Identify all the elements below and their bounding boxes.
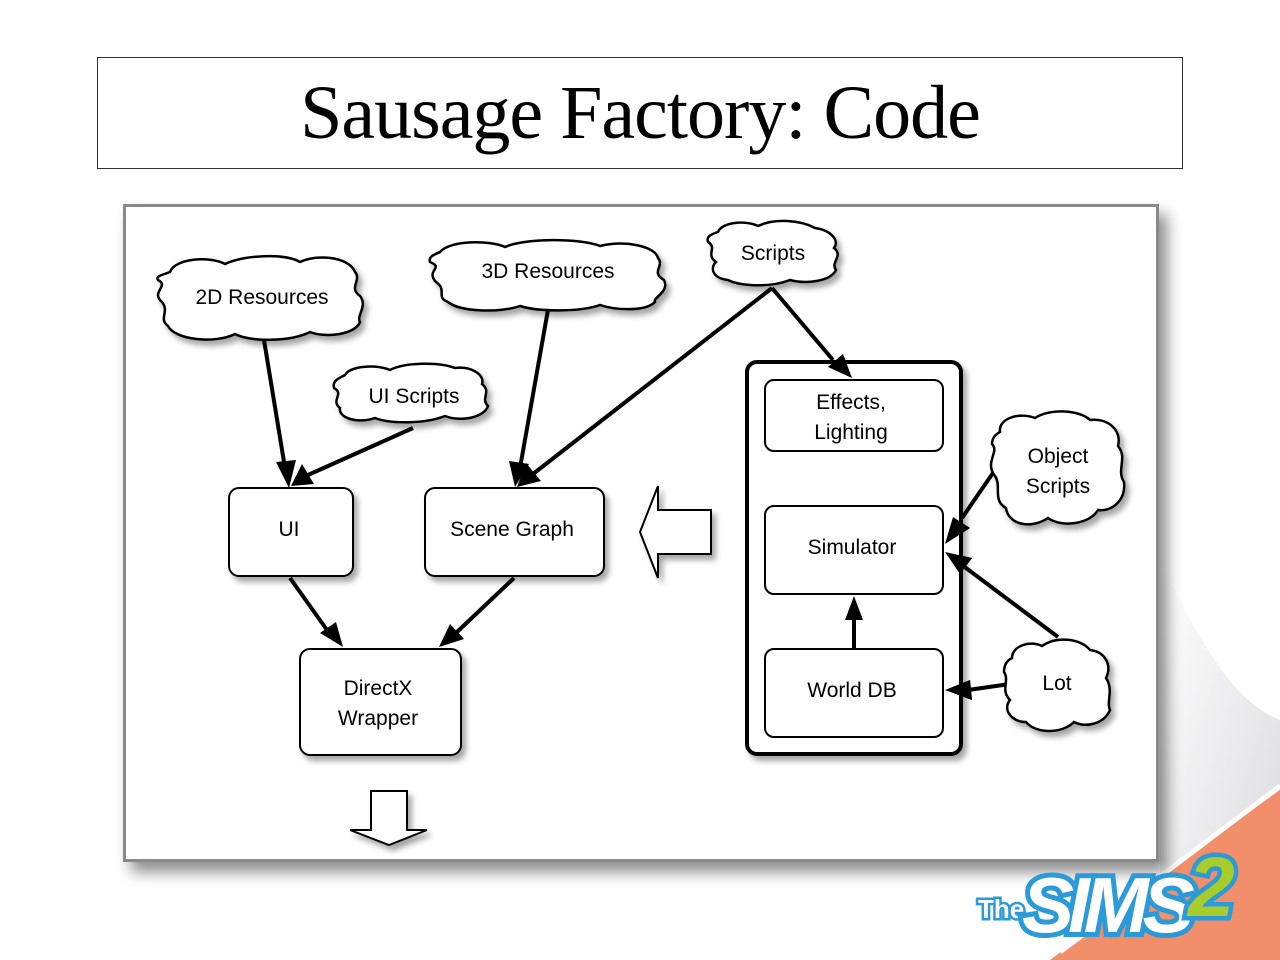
- block-arrow-down: [349, 790, 428, 847]
- svg-text:2: 2: [1186, 840, 1235, 934]
- arrowhead-worlddb-from-lot-top: [945, 680, 972, 700]
- arrowhead-ui-from-uiscripts: [291, 464, 314, 486]
- box-effects-label-1: Effects,: [816, 391, 886, 414]
- edge-ui-to-directx: [288, 576, 329, 632]
- edge-lot-to-world-db: [967, 682, 1011, 692]
- arrowhead-simulator-from-worlddb-top: [845, 596, 863, 620]
- cloud-object-scripts-label-1: Object: [1028, 445, 1089, 468]
- edge-scene-graph-to-directx: [455, 576, 516, 634]
- arrowhead-effects-from-scripts-top: [828, 354, 852, 378]
- cloud-scripts-label: Scripts: [741, 242, 805, 265]
- cloud-2d-resources-label: 2D Resources: [195, 286, 328, 309]
- cloud-3d-resources-label: 3D Resources: [481, 260, 614, 283]
- cloud-object-scripts-label-2: Scripts: [1026, 475, 1090, 498]
- edge-3d-resources-to-scene-graph: [518, 303, 551, 469]
- cloud-object-scripts-shape: [989, 410, 1126, 526]
- title-box: Sausage Factory: Code: [97, 57, 1183, 169]
- box-world-db-label: World DB: [807, 679, 896, 702]
- cloud-lot-label: Lot: [1042, 672, 1071, 695]
- cloud-scripts-shape: [706, 219, 839, 287]
- cloud-ui-scripts-shape: [332, 362, 490, 424]
- box-scene-graph: [424, 487, 605, 577]
- box-effects-label-2: Lighting: [814, 421, 888, 444]
- box-simulator-label: Simulator: [808, 536, 897, 559]
- arrowhead-scene-from-scripts: [517, 463, 541, 487]
- arrowhead-simulator-from-object-top: [945, 517, 970, 544]
- svg-text:The: The: [978, 894, 1024, 924]
- edge-2d-resources-to-ui: [262, 339, 287, 469]
- box-directx-label-2: Wrapper: [338, 707, 418, 730]
- logo-the-text: The: [976, 892, 1027, 927]
- block-arrow-left: [638, 485, 712, 579]
- arrowhead-scene-from-3d: [509, 461, 529, 487]
- cloud-ui-scripts-label: UI Scripts: [368, 385, 459, 408]
- box-directx-label-1: DirectX: [344, 677, 413, 700]
- edge-lot-to-simulator: [960, 563, 1060, 639]
- box-simulator: [764, 505, 944, 595]
- cloud-lot-shape: [1002, 638, 1112, 733]
- arrowhead-directx-from-ui: [320, 622, 343, 647]
- cloud-3d-resources-shape: [428, 238, 667, 312]
- arrowhead-directx-from-scene: [439, 624, 464, 647]
- sims2-logo: The SIMS 2: [976, 836, 1240, 955]
- logo-number: 2: [1182, 836, 1240, 939]
- edge-ui-scripts-to-ui: [307, 426, 414, 477]
- box-scene-graph-label: Scene Graph: [450, 518, 574, 541]
- edge-object-scripts-to-simulator: [960, 468, 997, 520]
- slide-title: Sausage Factory: Code: [300, 71, 981, 155]
- edge-scripts-to-effects: [770, 286, 835, 362]
- box-directx-wrapper: [299, 648, 462, 756]
- cloud-2d-resources-shape: [156, 254, 365, 342]
- box-ui: [228, 487, 354, 577]
- box-effects-lighting: [764, 379, 944, 452]
- svg-text:SIMS: SIMS: [1022, 861, 1195, 949]
- arrowhead-simulator-from-lot-top: [945, 552, 972, 574]
- arrowhead-ui-from-2d: [276, 460, 296, 488]
- box-ui-label: UI: [279, 518, 300, 541]
- edge-scripts-to-scene-graph: [531, 286, 774, 476]
- box-world-db: [764, 648, 944, 738]
- logo-sims-text: SIMS: [1017, 856, 1206, 954]
